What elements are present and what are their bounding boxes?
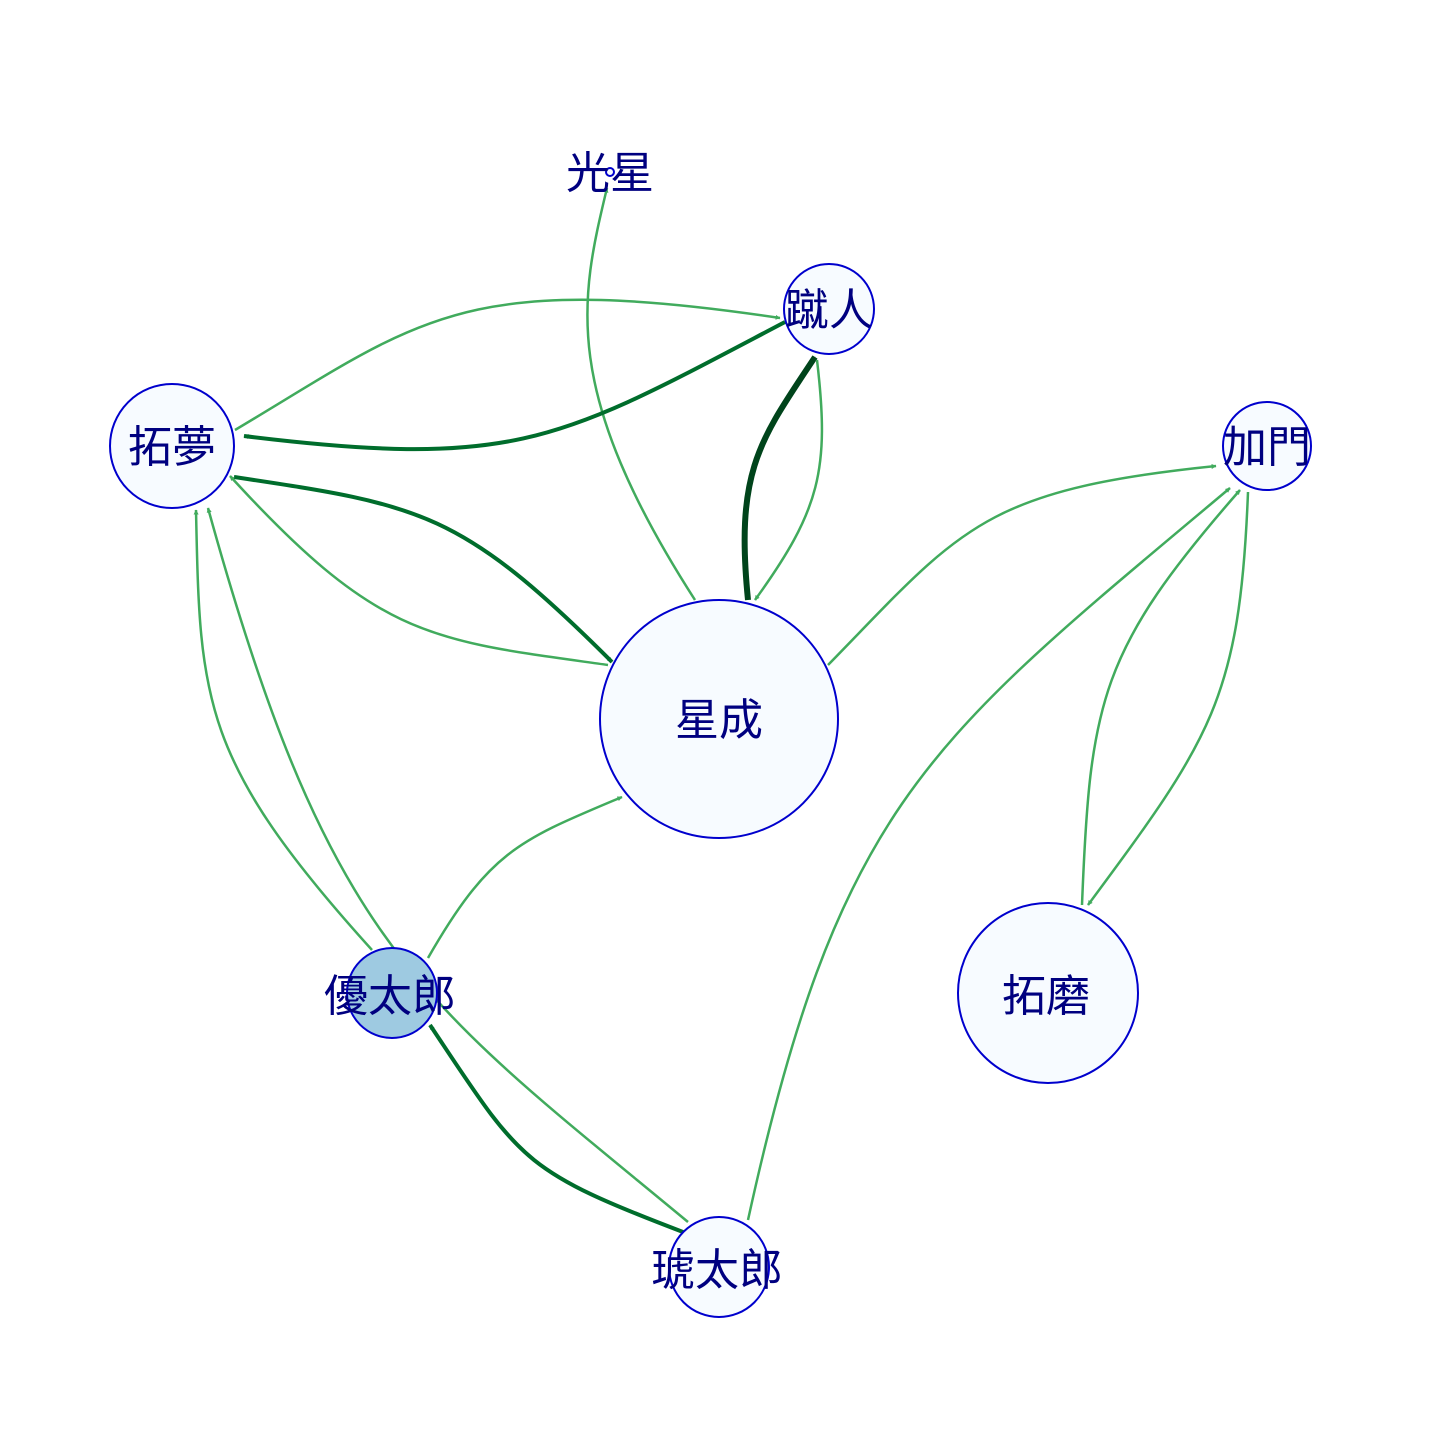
edge-kamon-takuma	[1086, 491, 1250, 906]
node-seisei[interactable]: 星成	[599, 599, 839, 839]
nodes: 光星 蹴人 拓夢 加門 星成 優太郎 拓磨 琥太郎	[109, 148, 1312, 1318]
node-label: 拓磨	[1002, 971, 1090, 1022]
node-shuto[interactable]: 蹴人	[783, 263, 875, 355]
edge-seisei-kamon	[827, 463, 1217, 666]
node-kamon[interactable]: 加門	[1222, 401, 1312, 491]
edge-takumu-seisei	[233, 475, 614, 664]
edge-seisei-shuto	[741, 355, 818, 601]
node-label: 琥太郎	[651, 1245, 783, 1296]
node-label: 蹴人	[785, 285, 873, 336]
node-yutaro[interactable]: 優太郎	[324, 947, 456, 1039]
edge-kotaro-takumu	[206, 507, 689, 1223]
edge-shuto-seisei	[753, 359, 824, 601]
node-kotaro[interactable]: 琥太郎	[651, 1216, 783, 1318]
node-label: 星成	[675, 695, 763, 746]
node-label: 拓夢	[128, 422, 216, 473]
node-label: 光星	[566, 148, 654, 199]
edge-takuma-kamon	[1080, 489, 1241, 906]
node-takuma[interactable]: 拓磨	[957, 902, 1139, 1084]
edge-kotaro-kamon	[746, 487, 1231, 1221]
edge-seisei-takumu	[229, 475, 609, 667]
node-label: 加門	[1223, 422, 1311, 473]
edge-seisei-kosei	[586, 187, 697, 601]
edge-yutaro-seisei	[426, 795, 623, 959]
node-takumu[interactable]: 拓夢	[109, 383, 235, 509]
node-label: 優太郎	[324, 971, 456, 1022]
node-kosei[interactable]: 光星	[566, 148, 654, 199]
edge-kotaro-yutaro	[428, 1023, 684, 1234]
edge-takumu-shuto	[234, 298, 781, 432]
edge-yutaro-takumu-1	[193, 509, 373, 951]
edge-shuto-takumu	[243, 320, 786, 452]
